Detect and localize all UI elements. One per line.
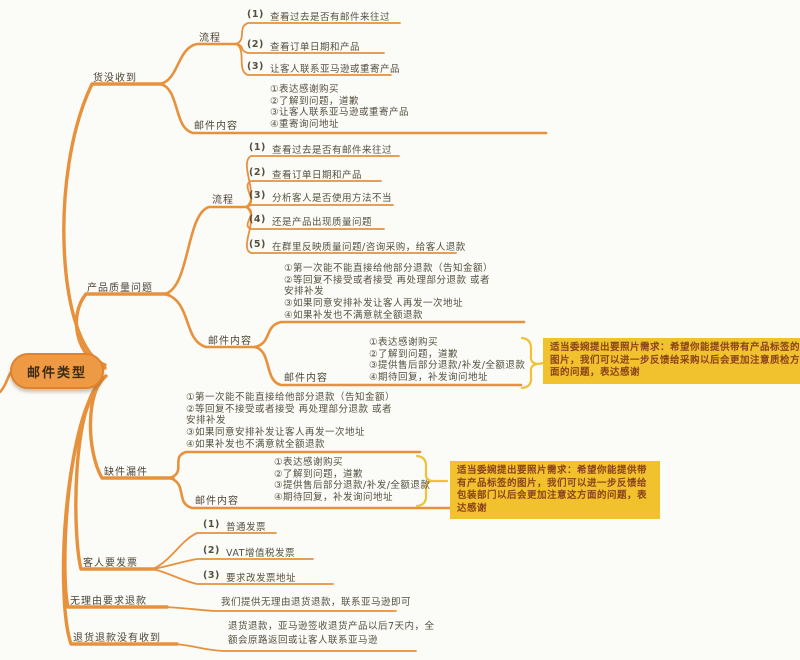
topic-b2-content-inner-list[interactable]: ①表达感谢购买 ②了解到问题，道歉 ③提供售后部分退款/补发/全额退款 ④期待回…: [369, 337, 525, 384]
item-text: 查看订单日期和产品: [270, 42, 361, 53]
list-line: ④重寄询问地址: [270, 119, 340, 131]
item-text: 查看过去是否有邮件来往过: [270, 12, 391, 23]
list-line: ③提供售后部分退款/补发/全额退款: [274, 480, 431, 492]
item-number: (1): [247, 9, 264, 20]
item-text: 查看订单日期和产品: [272, 170, 363, 181]
leaf-line-b4-item2: [152, 558, 314, 570]
branch-line-b2-process: [163, 205, 250, 296]
list-line: ④如果补发也不满意就全额退款: [186, 438, 326, 450]
topic-b2-content-inner[interactable]: 邮件内容: [284, 373, 328, 384]
item-text: 要求改发票地址: [226, 573, 297, 584]
item-number: (3): [247, 61, 264, 72]
item-text: 分析客人是否使用方法不当: [272, 193, 393, 204]
item-number: (2): [247, 39, 264, 50]
list-line: ③如果同意安排补发让客人再发一次地址: [284, 298, 464, 310]
topic-b5-text[interactable]: 我们提供无理由退货退款，联系亚马逊即可: [221, 597, 412, 608]
topic-product-quality[interactable]: 产品质量问题: [87, 283, 153, 294]
list-line: ②等回复不接受或者接受 再处理部分退款 或者: [186, 403, 393, 415]
root-stem-line: [0, 370, 13, 394]
topic-no-reason-refund[interactable]: 无理由要求退款: [70, 596, 147, 607]
branch-line-b1-process: [158, 42, 240, 86]
callout-note-packaging[interactable]: 适当委婉提出要照片需求：希望你能提供带有产品标签的图片，我们可以进一步反馈给包装…: [450, 461, 660, 520]
text-line: 额会原路返回或让客人联系亚马逊: [228, 634, 379, 646]
topic-b2-process-item3[interactable]: (3) 分析客人是否使用方法不当: [249, 190, 392, 204]
topic-b3-content[interactable]: 邮件内容: [195, 496, 239, 507]
list-line: ②了解到问题，道歉: [270, 95, 360, 107]
topic-b2-process-item2[interactable]: (2) 查看订单日期和产品: [249, 167, 362, 181]
item-number: (2): [203, 545, 220, 556]
topic-b2-content-list[interactable]: ①第一次能不能直接给他部分退款（告知金额） ②等回复不接受或者接受 再处理部分退…: [284, 263, 493, 321]
list-line: ④如果补发也不满意就全额退款: [284, 309, 424, 321]
item-number: (4): [249, 214, 266, 225]
topic-missing-parts[interactable]: 缺件漏件: [104, 467, 148, 478]
item-number: (1): [203, 519, 220, 530]
topic-b1-process[interactable]: 流程: [199, 33, 221, 44]
topic-b1-content[interactable]: 邮件内容: [194, 121, 238, 132]
topic-b6-text[interactable]: 退货退款，亚马逊签收退货产品以后7天内，全 额会原路返回或让客人联系亚马逊: [228, 620, 435, 647]
list-line: ①第一次能不能直接给他部分退款（告知金额）: [284, 263, 494, 274]
item-number: (3): [203, 570, 220, 581]
item-number: (2): [249, 167, 266, 178]
topic-invoice-request[interactable]: 客人要发票: [83, 558, 138, 569]
list-line: ④期待回复，补发询问地址: [369, 372, 489, 384]
branch-line-b5: [63, 377, 169, 609]
root-topic[interactable]: 邮件类型: [10, 353, 104, 389]
item-text: 还是产品出现质量问题: [272, 217, 373, 228]
list-line: ①表达感谢购买: [369, 337, 439, 348]
list-line: ②了解到问题，道歉: [274, 468, 364, 480]
topic-refund-not-received[interactable]: 退货退款没有收到: [73, 633, 161, 644]
topic-b1-process-item2[interactable]: (2) 查看订单日期和产品: [247, 39, 360, 53]
topic-b2-content[interactable]: 邮件内容: [208, 336, 252, 347]
list-line: ④期待回复，补发询问地址: [274, 492, 394, 504]
topic-b1-content-list[interactable]: ①表达感谢购买 ②了解到问题，道歉 ③让客人联系亚马逊或重寄产品 ④重寄询问地址: [270, 84, 409, 131]
topic-b4-item1[interactable]: (1) 普通发票: [203, 519, 266, 533]
text-line: 退货退款，亚马逊签收退货产品以后7天内，全: [228, 621, 435, 632]
item-text: 在群里反映质量问题/咨询采购，给客人退款: [272, 242, 466, 253]
list-line: ③如果同意安排补发让客人再发一次地址: [186, 427, 366, 439]
topic-b1-process-item1[interactable]: (1) 查看过去是否有邮件来往过: [247, 9, 390, 23]
callout-note-quality[interactable]: 适当委婉提出要照片需求：希望你能提供带有产品标签的图片，我们可以进一步反馈给采购…: [543, 338, 800, 384]
topic-b2-process-item1[interactable]: (1) 查看过去是否有邮件来往过: [249, 142, 392, 156]
topic-b4-item3[interactable]: (3) 要求改发票地址: [203, 570, 296, 584]
topic-goods-not-received[interactable]: 货没收到: [93, 73, 137, 84]
list-line: ②了解到问题，道歉: [369, 348, 459, 360]
list-line: 安排补发: [284, 286, 325, 298]
leaf-line-b2-item3: [245, 204, 394, 208]
list-line: 安排补发: [186, 415, 227, 427]
item-number: (3): [249, 190, 266, 201]
list-line: ③提供售后部分退款/补发/全额退款: [369, 360, 526, 372]
topic-b3-list[interactable]: ①第一次能不能直接给他部分退款（告知金额） ②等回复不接受或者接受 再处理部分退…: [186, 392, 395, 450]
list-line: ①第一次能不能直接给他部分退款（告知金额）: [186, 392, 396, 403]
item-text: 查看过去是否有邮件来往过: [272, 145, 393, 156]
item-number: (1): [249, 142, 266, 153]
topic-b2-process-item5[interactable]: (5) 在群里反映质量问题/咨询采购，给客人退款: [249, 239, 466, 253]
topic-b2-process-item4[interactable]: (4) 还是产品出现质量问题: [249, 214, 372, 228]
item-text: 让客人联系亚马逊或重寄产品: [270, 64, 401, 75]
topic-b2-process[interactable]: 流程: [212, 195, 234, 206]
list-line: ③让客人联系亚马逊或重寄产品: [270, 107, 410, 119]
topic-b4-item2[interactable]: (2) VAT增值税发票: [203, 545, 295, 559]
list-line: ②等回复不接受或者接受 再处理部分退款 或者: [284, 274, 491, 286]
branch-line-b1: [62, 82, 165, 367]
list-line: ①表达感谢购买: [270, 84, 340, 95]
topic-b1-process-item3[interactable]: (3) 让客人联系亚马逊或重寄产品: [247, 61, 400, 75]
item-text: VAT增值税发票: [226, 548, 295, 559]
item-number: (5): [249, 239, 266, 250]
item-text: 普通发票: [226, 522, 267, 533]
topic-b3-content-list[interactable]: ①表达感谢购买 ②了解到问题，道歉 ③提供售后部分退款/补发/全额退款 ④期待回…: [274, 457, 430, 504]
list-line: ①表达感谢购买: [274, 457, 344, 468]
